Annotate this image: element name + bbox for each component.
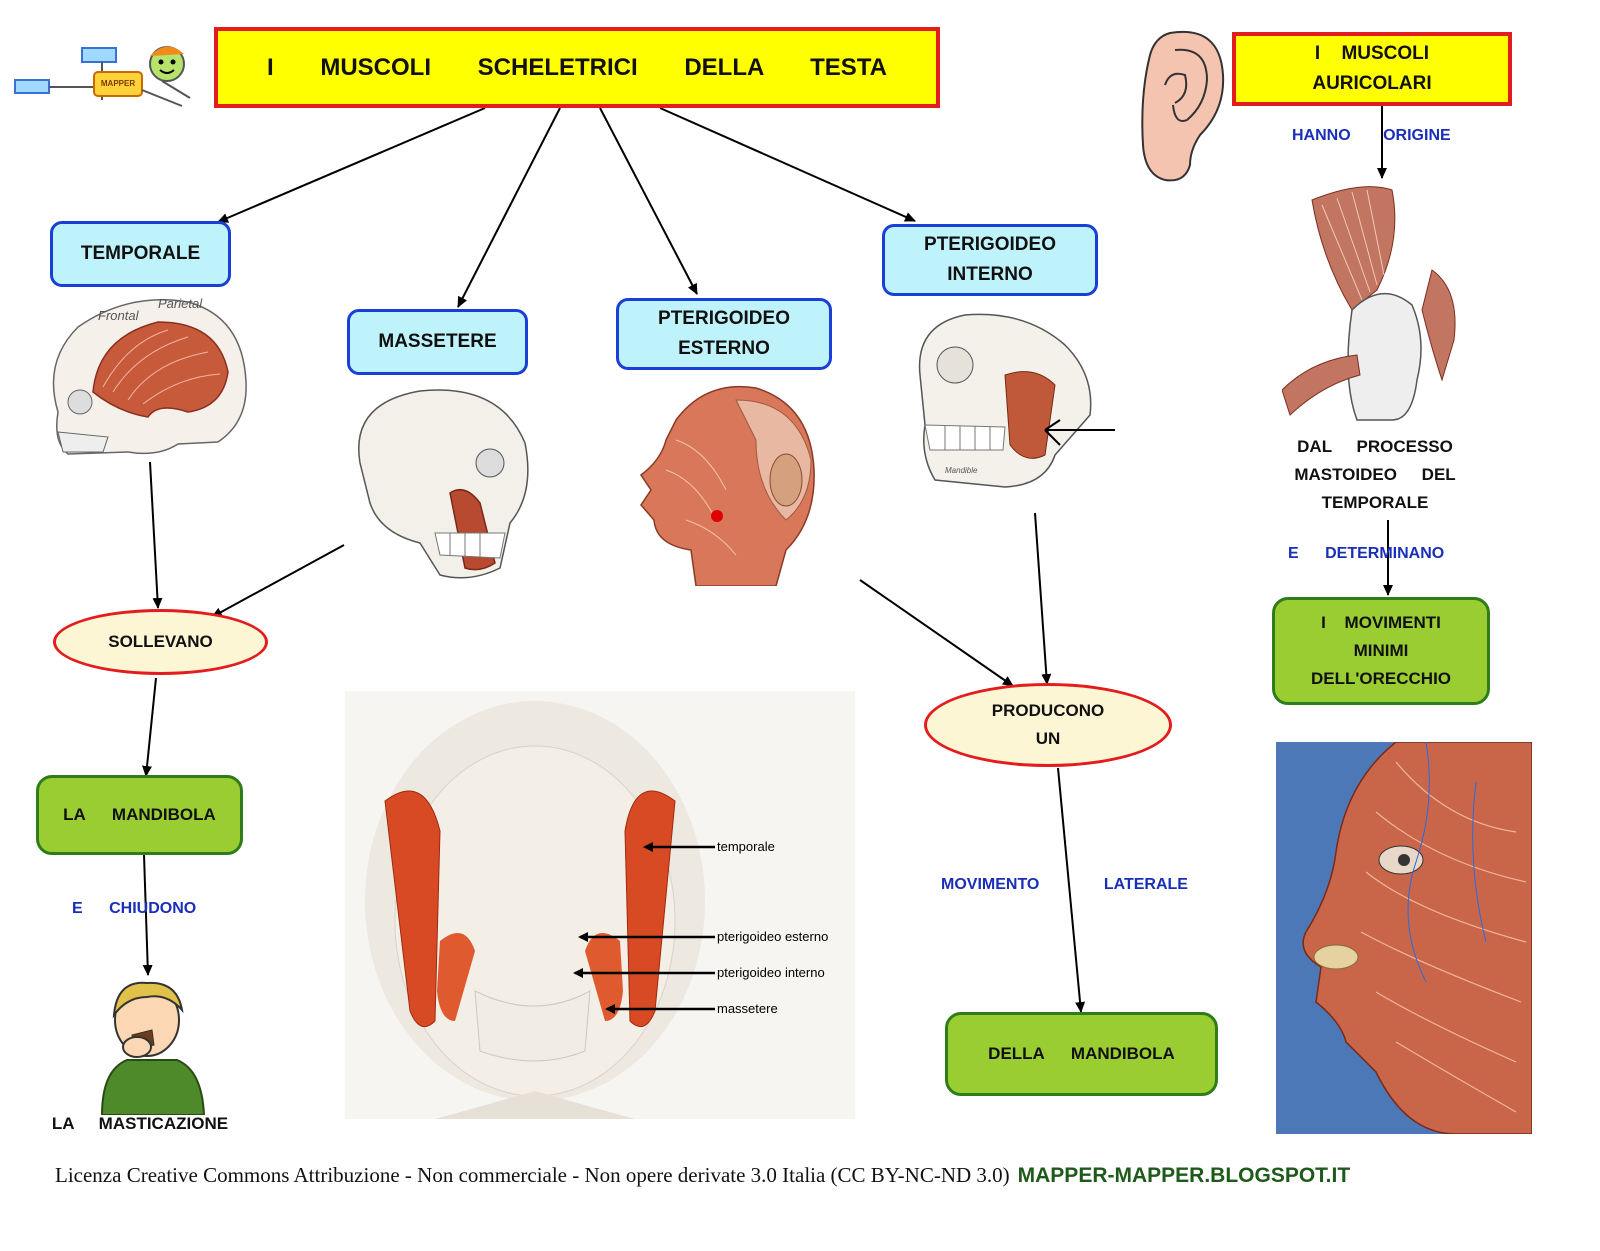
footer-site-link[interactable]: MAPPER-MAPPER.BLOGSPOT.IT	[1017, 1164, 1351, 1187]
label-temporale-front: temporale	[717, 839, 775, 854]
node-massetere[interactable]: MASSETERE	[347, 309, 528, 375]
arrow-interno-producono	[1034, 512, 1052, 685]
auricular-muscles-image	[1282, 180, 1467, 430]
footer-license: Licenza Creative Commons Attribuzione - …	[55, 1163, 1010, 1187]
label-massetere-front: massetere	[717, 1001, 778, 1016]
node-sollevano[interactable]: SOLLEVANO	[53, 609, 268, 675]
node-temporale[interactable]: TEMPORALE	[50, 221, 231, 287]
masseter-muscle-image	[340, 383, 540, 583]
arrow-massetere-sollevano	[211, 544, 345, 618]
arrow-temporale-sollevano	[149, 461, 163, 609]
arrow-producono-mandibola	[1057, 767, 1086, 1013]
arrow-sollevano-mandibola	[142, 677, 157, 777]
arrow-title-massetere	[457, 107, 561, 308]
arrow-title-temporale	[217, 107, 486, 223]
marker-dot-icon	[711, 510, 723, 522]
arrow-esterno-producono	[859, 579, 1014, 687]
temporal-muscle-image: Frontal Parietal	[38, 292, 260, 462]
node-muscoli-auricolari[interactable]: I MUSCOLI AURICOLARI	[1232, 32, 1512, 106]
mapper-logo[interactable]: MAPPER	[12, 40, 192, 110]
face-muscles-image	[1276, 742, 1532, 1134]
label-pterigoideo-interno-front: pterigoideo interno	[717, 965, 825, 980]
chewing-person-image	[92, 975, 212, 1116]
label-pterigoideo-esterno-front: pterigoideo esterno	[717, 929, 828, 944]
internal-pterygoid-image: Mandible	[905, 305, 1120, 495]
label-mandible: Mandible	[945, 466, 978, 475]
label-origine: DAL PROCESSO MASTOIDEO DEL TEMPORALE	[1294, 437, 1456, 512]
node-la-mandibola[interactable]: LA MANDIBOLA	[36, 775, 243, 855]
mapper-logo-icon	[14, 46, 191, 107]
link-hanno-origine: HANNO ORIGINE	[1292, 127, 1451, 144]
front-view-muscles-image: temporale pterigoideo esterno pterigoide…	[345, 691, 855, 1119]
node-pterigoideo-esterno[interactable]: PTERIGOIDEO ESTERNO	[616, 298, 832, 370]
node-producono-un[interactable]: PRODUCONO UN	[924, 683, 1172, 767]
arrow-title-pterigoideo-esterno	[599, 107, 698, 295]
node-della-mandibola[interactable]: DELLA MANDIBOLA	[945, 1012, 1218, 1096]
external-pterygoid-image	[636, 380, 818, 586]
arrow-mandibola-masticazione	[142, 854, 153, 976]
node-pterigoideo-interno[interactable]: PTERIGOIDEO INTERNO	[882, 224, 1098, 296]
link-e-determinano: E DETERMINANO	[1288, 545, 1445, 562]
link-movimento-laterale: MOVIMENTO LATERALE	[941, 876, 1188, 893]
footer: Licenza Creative Commons Attribuzione - …	[55, 1163, 1350, 1188]
node-movimenti-minimi[interactable]: I MOVIMENTI MINIMI DELL'ORECCHIO	[1272, 597, 1490, 705]
label-frontal: Frontal	[98, 308, 140, 323]
arrow-title-pterigoideo-interno	[659, 107, 916, 222]
link-e-chiudono: E CHIUDONO	[72, 900, 197, 917]
ear-image	[1135, 25, 1230, 185]
label-la-masticazione: LA MASTICAZIONE	[51, 1114, 229, 1133]
main-title: I MUSCOLI SCHELETRICI DELLA TESTA	[214, 27, 940, 108]
label-parietal: Parietal	[158, 296, 203, 311]
logo-text: MAPPER	[100, 79, 136, 88]
